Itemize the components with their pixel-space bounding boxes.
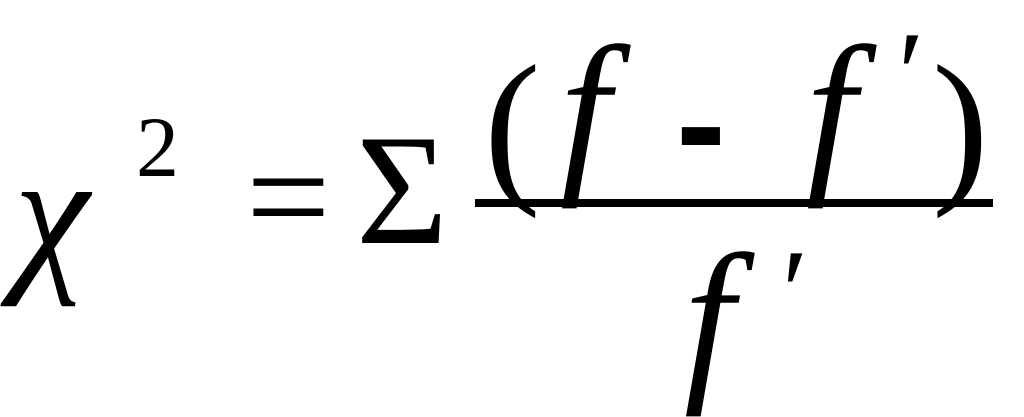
equals-sign: = [246, 114, 331, 280]
denominator-term-expected: f [684, 218, 735, 417]
numerator-prime: ′ [898, 7, 925, 140]
minus-sign: - [676, 39, 726, 207]
numerator-term-observed: f [560, 10, 611, 209]
summation-sign: Σ [356, 103, 448, 278]
exponent: 2 [136, 99, 179, 195]
close-parenthesis: ) [932, 31, 989, 219]
numerator-term-expected: f [806, 10, 857, 209]
open-parenthesis: ( [484, 31, 541, 219]
fraction-bar [475, 199, 993, 207]
denominator-prime: ′ [782, 225, 809, 358]
chi-symbol: χ [14, 119, 89, 307]
